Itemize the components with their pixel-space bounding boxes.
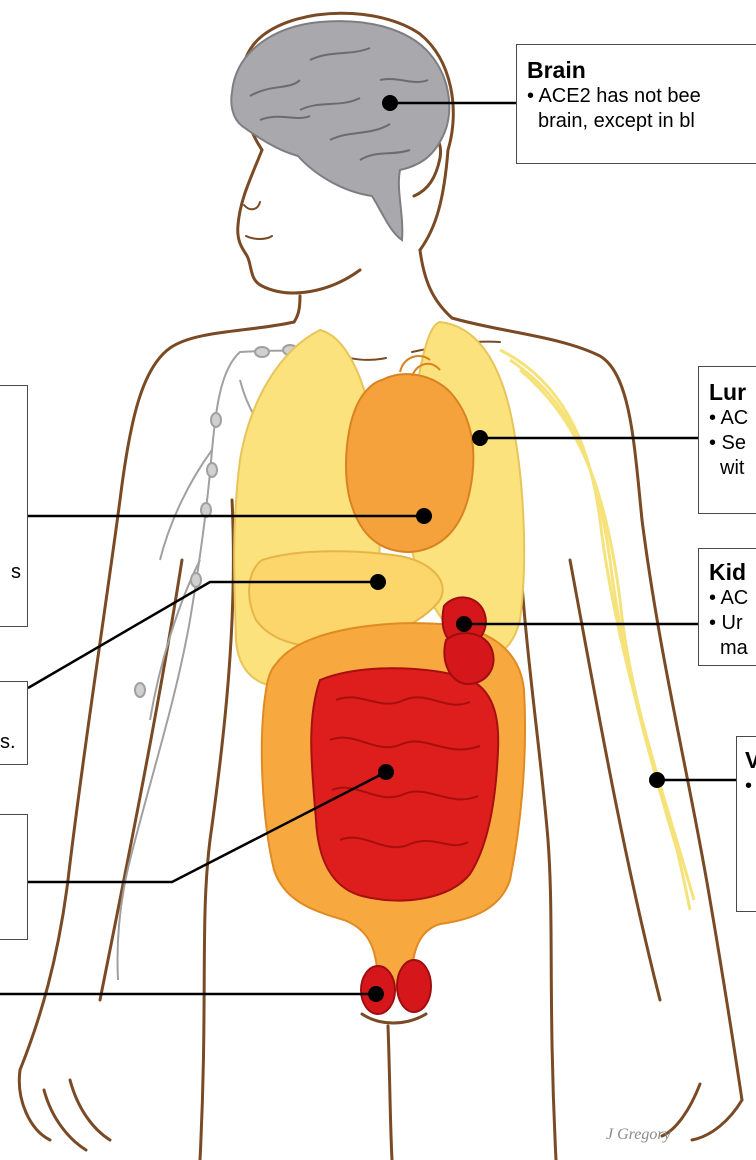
kidneys-label-box: Kid • AC • Ur ma	[698, 548, 756, 666]
brain-label-box: Brain • ACE2 has not bee brain, except i…	[516, 44, 756, 164]
kidneys-bullet-2-cont: ma	[709, 636, 756, 661]
heart-label-box	[0, 385, 28, 627]
artist-name: J Gregory	[606, 1126, 671, 1143]
intestine-label-box	[0, 814, 28, 940]
brain-bullet-1: • ACE2 has not bee	[527, 84, 756, 109]
artist-credit: J Gregory	[606, 1126, 671, 1144]
vessels-bullet-1: •	[745, 774, 756, 799]
kidneys-title: Kid	[709, 559, 756, 586]
lungs-bullet-2-cont: wit	[709, 456, 756, 481]
liver-label-fragment: s.	[0, 730, 16, 755]
brain-title: Brain	[527, 57, 756, 84]
leader-dot-lungs	[472, 430, 488, 446]
leader-dot-vessels	[649, 772, 665, 788]
lungs-bullet-1: • AC	[709, 406, 756, 431]
vessels-title: V	[745, 747, 756, 774]
lungs-label-box: Lur • AC • Se wit	[698, 366, 756, 514]
leader-dot-kidneys	[456, 616, 472, 632]
leader-dot-testes	[368, 986, 384, 1002]
brain-bullet-1-cont: brain, except in bl	[527, 109, 756, 134]
leader-dot-intestine	[378, 764, 394, 780]
leader-dot-heart	[416, 508, 432, 524]
heart-label-fragment: s	[11, 560, 21, 585]
kidneys-bullet-2: • Ur	[709, 611, 756, 636]
blood-vessels	[500, 350, 694, 910]
kidneys-bullet-1: • AC	[709, 586, 756, 611]
leader-dot-liver	[370, 574, 386, 590]
lungs-bullet-2: • Se	[709, 431, 756, 456]
vessels-label-box: V •	[736, 736, 756, 912]
brain-shape	[231, 21, 449, 240]
lungs-title: Lur	[709, 379, 756, 406]
leader-dot-brain	[382, 95, 398, 111]
small-intestine-shape	[311, 668, 498, 900]
